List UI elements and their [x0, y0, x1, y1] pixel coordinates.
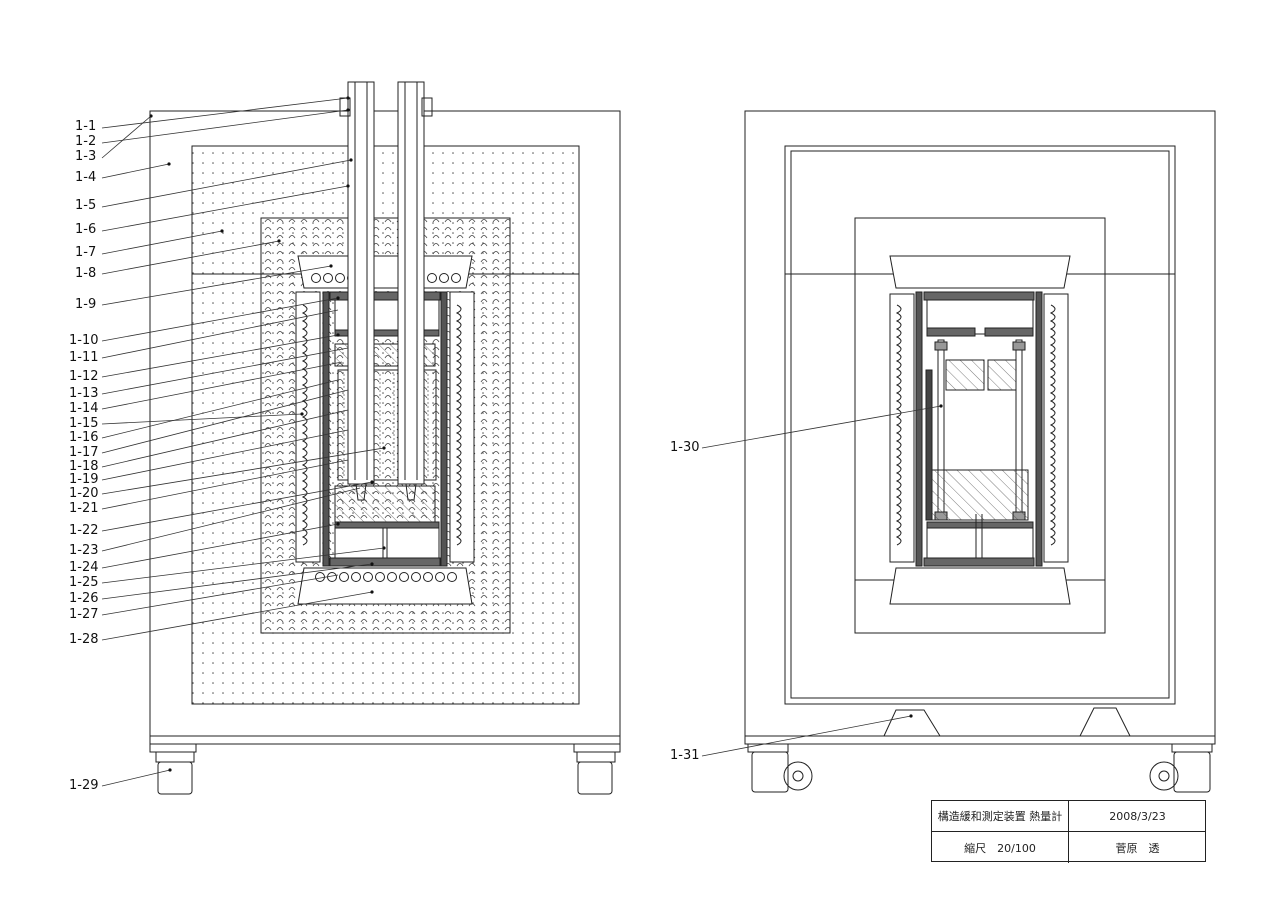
leader-dots: [149, 96, 943, 772]
part-label-1-10: 1-10: [69, 333, 99, 348]
leader-lines: [101, 97, 942, 787]
part-label-1-28: 1-28: [69, 632, 99, 647]
part-label-1-21: 1-21: [69, 501, 99, 516]
part-label-1-5: 1-5: [75, 198, 97, 213]
right-view: [744, 110, 1216, 793]
part-label-1-17: 1-17: [69, 445, 99, 460]
part-label-1-22: 1-22: [69, 523, 99, 538]
part-label-1-23: 1-23: [69, 543, 99, 558]
part-label-1-24: 1-24: [69, 560, 99, 575]
title-block-author: 菅原 透: [1115, 841, 1160, 855]
part-label-1-12: 1-12: [69, 369, 99, 384]
left-view: [149, 81, 621, 795]
title-block-name: 構造緩和測定装置 熱量計: [932, 801, 1069, 832]
part-label-1-6: 1-6: [75, 222, 97, 237]
title-block-scale: 縮尺 20/100: [932, 832, 1069, 863]
part-label-1-2: 1-2: [75, 134, 97, 149]
part-label-1-11: 1-11: [69, 350, 99, 365]
part-label-1-8: 1-8: [75, 266, 97, 281]
part-label-1-4: 1-4: [75, 170, 97, 185]
part-label-1-14: 1-14: [69, 401, 99, 416]
part-label-1-3: 1-3: [75, 149, 97, 164]
part-label-1-7: 1-7: [75, 245, 97, 260]
part-label-1-29: 1-29: [69, 778, 99, 793]
part-label-1-16: 1-16: [69, 430, 99, 445]
part-label-1-26: 1-26: [69, 591, 99, 606]
part-label-1-30: 1-30: [670, 440, 700, 455]
part-label-1-15: 1-15: [69, 416, 99, 431]
part-label-1-1: 1-1: [75, 119, 97, 134]
part-label-1-27: 1-27: [69, 607, 99, 622]
title-block: 構造緩和測定装置 熱量計 2008/3/23 縮尺 20/100 菅原 透: [931, 800, 1206, 863]
part-label-1-31: 1-31: [670, 748, 700, 763]
part-label-1-13: 1-13: [69, 386, 99, 401]
title-block-date: 2008/3/23: [1069, 801, 1206, 832]
part-label-1-19: 1-19: [69, 472, 99, 487]
part-label-1-25: 1-25: [69, 575, 99, 590]
part-label-1-18: 1-18: [69, 459, 99, 474]
part-label-1-20: 1-20: [69, 486, 99, 501]
part-label-1-9: 1-9: [75, 297, 97, 312]
